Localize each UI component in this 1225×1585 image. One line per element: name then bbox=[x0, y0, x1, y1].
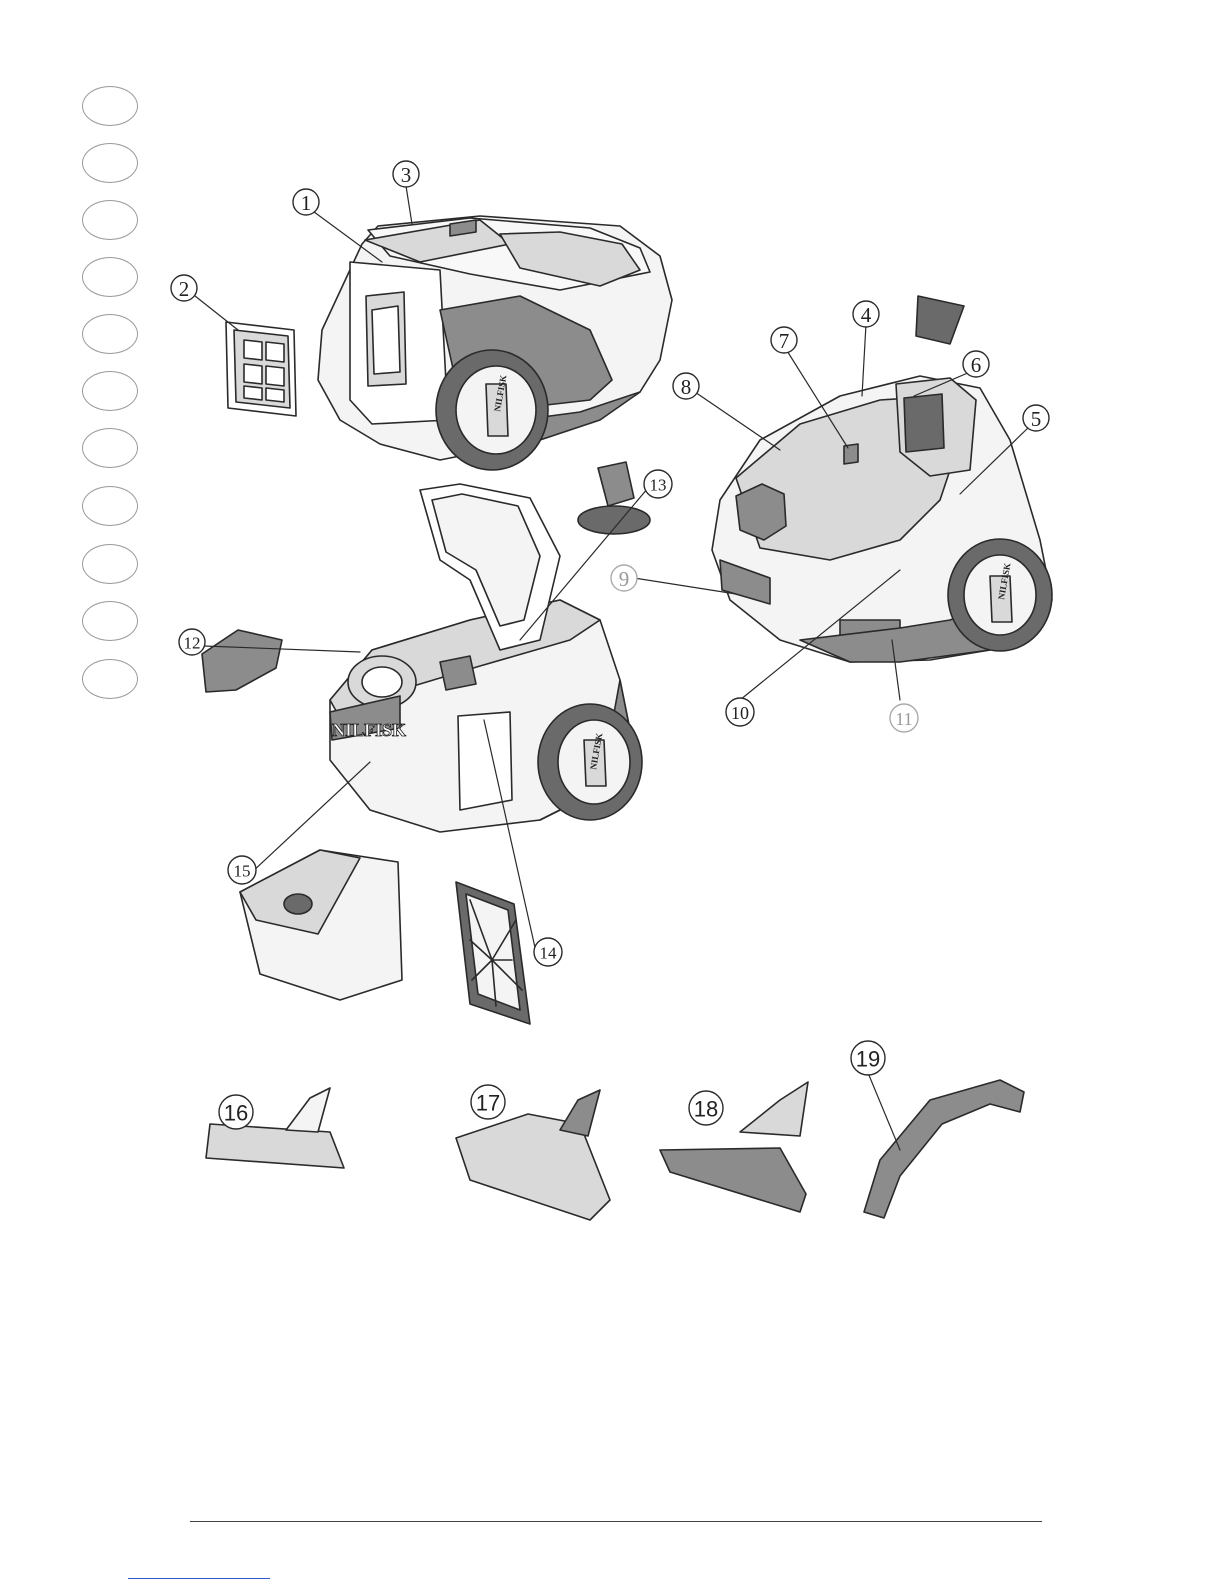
callout-8: 8 bbox=[681, 375, 692, 399]
vacuum-front-view bbox=[712, 376, 1052, 662]
vacuum-open-lid-view bbox=[330, 484, 642, 832]
part-2-hepa-filter bbox=[226, 322, 296, 416]
callout-17: 17 bbox=[476, 1091, 500, 1116]
callout-13: 13 bbox=[650, 476, 667, 495]
callout-12: 12 bbox=[184, 634, 201, 653]
callout-1: 1 bbox=[301, 191, 312, 215]
brand-mark-large: NILFISK bbox=[332, 720, 406, 740]
part-15-dust-bag bbox=[240, 850, 402, 1000]
footer-link-underline[interactable] bbox=[128, 1578, 270, 1579]
part-12-connector bbox=[202, 630, 282, 692]
callout-5: 5 bbox=[1031, 407, 1042, 431]
callout-10: 10 bbox=[731, 703, 749, 723]
callout-15: 15 bbox=[234, 862, 251, 881]
callout-16: 16 bbox=[224, 1101, 248, 1126]
part-14-exhaust-filter bbox=[456, 882, 530, 1024]
part-19-hose-handle bbox=[864, 1080, 1024, 1218]
callout-19: 19 bbox=[856, 1047, 880, 1072]
footer-divider bbox=[190, 1521, 1042, 1522]
grille-icon bbox=[916, 296, 964, 344]
callout-6: 6 bbox=[971, 353, 982, 377]
callout-2: 2 bbox=[179, 277, 190, 301]
callout-7: 7 bbox=[779, 329, 790, 353]
part-18-combination-nozzle bbox=[660, 1082, 808, 1212]
callout-4: 4 bbox=[861, 303, 872, 327]
callout-14: 14 bbox=[540, 944, 558, 963]
callout-9: 9 bbox=[619, 567, 630, 591]
callout-3: 3 bbox=[401, 163, 412, 187]
callout-18: 18 bbox=[694, 1097, 718, 1122]
callout-11: 11 bbox=[895, 709, 912, 729]
